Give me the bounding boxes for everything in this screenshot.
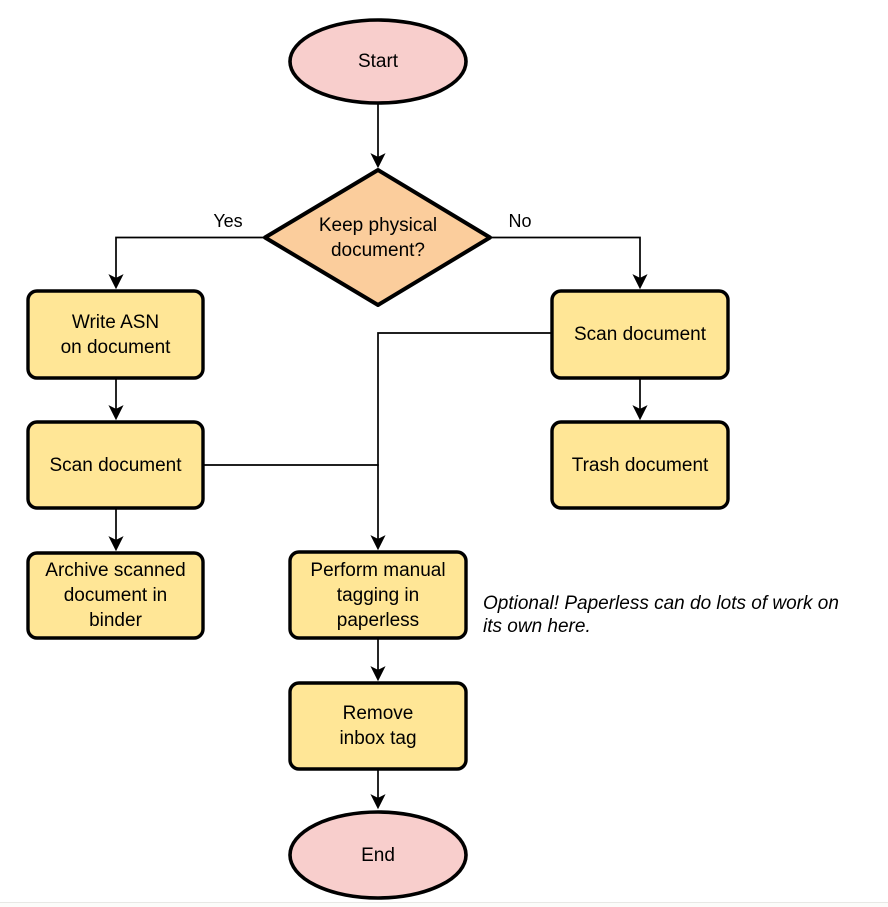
yes-edge-label: Yes (200, 206, 256, 236)
start-label-line: Start (357, 51, 399, 72)
tagging-label-line: tagging in (336, 584, 420, 606)
archive-label-line: document in (63, 585, 168, 606)
tagging-label: Perform manual tagging in paperless (290, 552, 466, 638)
optional-annotation-line: its own here. (483, 616, 591, 637)
remove-inbox-label: Remove inbox tag (290, 683, 466, 769)
trash-label: Trash document (552, 422, 728, 508)
write-asn-label: Write ASN on document (28, 291, 203, 378)
no-edge-label-text: No (508, 210, 532, 231)
decision-label: Keep physical document? (278, 171, 478, 304)
scan-right-label: Scan document (552, 291, 728, 378)
edge-scan-right-to-tagging (370, 332, 552, 551)
edge-yes-to-write-asn (108, 236, 265, 290)
yes-edge-label-text: Yes (213, 210, 243, 231)
tagging-label-line: Perform manual (310, 559, 446, 581)
start-label: Start (290, 20, 466, 103)
scan-left-label-line: Scan document (49, 454, 182, 476)
remove-inbox-label-line: inbox tag (339, 728, 417, 749)
trash-label-line: Trash document (571, 454, 709, 476)
write-asn-label-line: Write ASN (71, 311, 160, 333)
optional-annotation: Optional! Paperless can do lots of work … (483, 592, 885, 638)
decision-label-line: document? (330, 239, 425, 261)
scan-right-label-line: Scan document (573, 324, 707, 345)
tagging-label-line: paperless (336, 609, 420, 631)
trash-node (550, 420, 730, 510)
archive-node (26, 551, 205, 640)
decision-label-line: Keep physical (318, 214, 438, 236)
archive-label: Archive scanned document in binder (28, 553, 203, 638)
decision-node (263, 168, 492, 307)
archive-label-line: Archive scanned (45, 560, 186, 581)
no-edge-label: No (492, 206, 548, 236)
remove-inbox-label-line: Remove (342, 703, 414, 724)
end-label-line: End (361, 844, 395, 866)
optional-annotation-line: Optional! Paperless can do lots of work … (483, 593, 839, 614)
end-node (288, 810, 468, 900)
page-bottom-edge (0, 902, 888, 907)
write-asn-label-line: on document (60, 336, 171, 358)
edge-no-to-scan-right (490, 236, 648, 290)
end-label: End (290, 812, 466, 898)
archive-label-line: binder (89, 610, 142, 631)
scan-left-label: Scan document (28, 422, 203, 508)
